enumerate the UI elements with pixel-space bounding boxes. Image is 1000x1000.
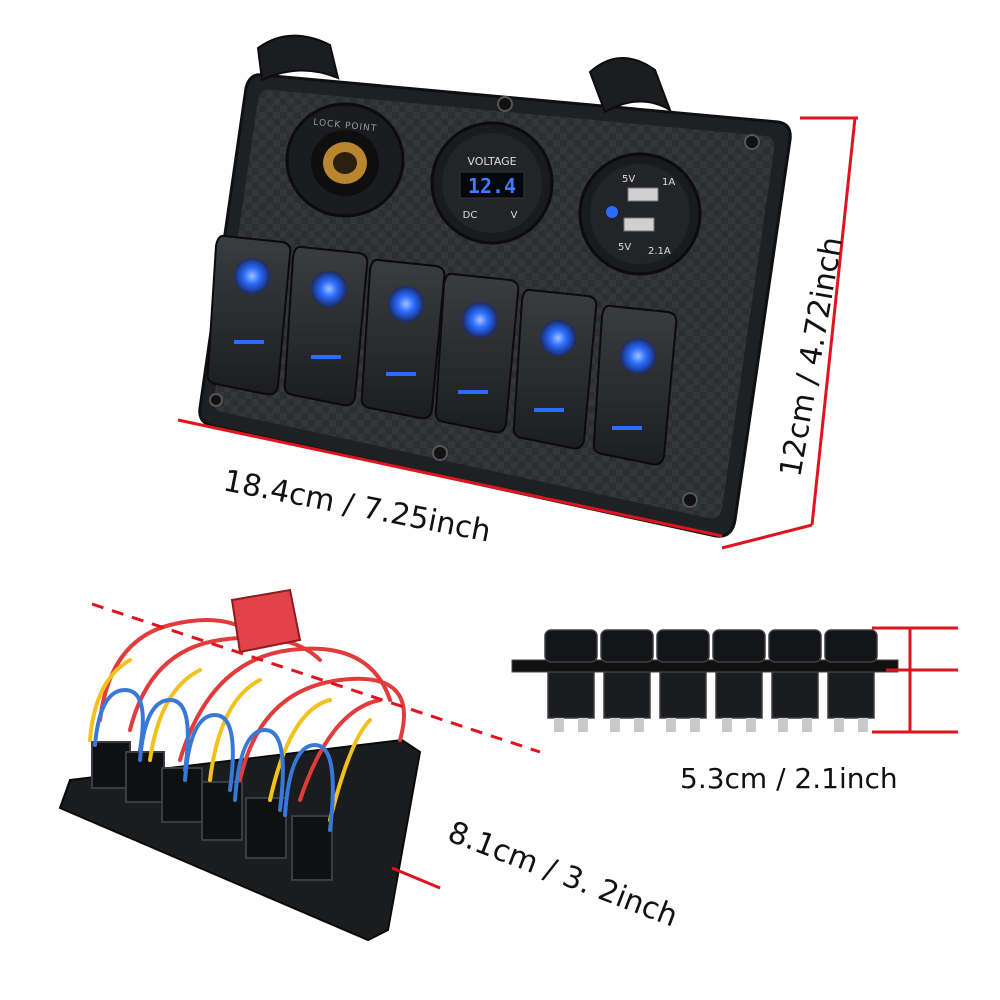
side-switch-body (659, 671, 707, 719)
screw-icon (497, 96, 513, 112)
switch-led-icon (620, 338, 656, 374)
cigarette-socket: LOCK POINT (256, 34, 405, 218)
side-terminal (578, 718, 588, 732)
side-switch-top (600, 629, 654, 663)
side-terminal (746, 718, 756, 732)
side-terminal (554, 718, 564, 732)
side-terminal (858, 718, 868, 732)
dimension-height-label: 12cm / 4.72inch (773, 234, 850, 479)
voltmeter-unit-v: V (511, 210, 518, 221)
side-switch-top (656, 629, 710, 663)
side-terminal (722, 718, 732, 732)
side-switch-top (544, 629, 598, 663)
dimension-switch-depth-label: 5.3cm / 2.1inch (680, 762, 898, 795)
rocker-switches (206, 234, 678, 466)
usb-top-volt: 5V (622, 174, 635, 185)
switch-back (161, 767, 203, 823)
switch-led-icon (388, 286, 424, 322)
side-terminal (610, 718, 620, 732)
socket-cap (256, 34, 340, 82)
rocker-switch-4[interactable] (434, 272, 520, 434)
voltmeter-title: VOLTAGE (467, 155, 516, 168)
rocker-switch-6[interactable] (592, 304, 678, 466)
dimension-lines-side (872, 626, 958, 734)
side-terminal (690, 718, 700, 732)
fuse-holder (230, 588, 302, 654)
usb-port-top (627, 187, 659, 202)
side-switch-body (603, 671, 651, 719)
side-switch-row (544, 629, 878, 732)
side-switch-top (768, 629, 822, 663)
side-switch-body (547, 671, 595, 719)
screw-icon (744, 134, 760, 150)
rocker-switch-3[interactable] (360, 258, 446, 420)
side-terminal (802, 718, 812, 732)
panel-screws (209, 96, 760, 508)
side-switch-top (712, 629, 766, 663)
usb-cap (588, 57, 672, 114)
screw-icon (209, 393, 223, 407)
usb-charger: 5V 1A 5V 2.1A (578, 57, 702, 276)
voltmeter-unit-dc: DC (463, 210, 478, 221)
side-terminal (834, 718, 844, 732)
dimension-lines-depth (91, 602, 541, 890)
switch-back (291, 815, 333, 881)
usb-port-bottom (623, 217, 655, 232)
switch-led-icon (234, 258, 270, 294)
rocker-switch-1[interactable] (206, 234, 292, 396)
switch-led-icon (462, 302, 498, 338)
switch-side-view (511, 629, 899, 732)
side-terminal (778, 718, 788, 732)
side-terminal (634, 718, 644, 732)
switch-back (125, 751, 165, 803)
usb-led-icon (606, 206, 618, 218)
side-terminal (666, 718, 676, 732)
switch-led-icon (311, 271, 347, 307)
side-switch-body (827, 671, 875, 719)
side-switch-top (824, 629, 878, 663)
switch-led-icon (540, 320, 576, 356)
usb-top-amp: 1A (662, 177, 675, 188)
voltmeter-display (459, 171, 525, 199)
rocker-switch-2[interactable] (283, 245, 369, 407)
usb-bottom-volt: 5V (618, 242, 631, 253)
dimension-depth-label: 8.1cm / 3. 2inch (443, 815, 682, 935)
dimension-lines-main (177, 116, 858, 550)
switch-panel: LOCK POINT VOLTAGE 12.4 DC V 5V 1A 5V 2.… (198, 34, 792, 538)
screw-icon (432, 445, 448, 461)
switch-back (91, 741, 131, 789)
voltmeter: VOLTAGE 12.4 DC V (430, 121, 554, 245)
wired-panel (58, 588, 422, 942)
side-switch-body (771, 671, 819, 719)
screw-icon (682, 492, 698, 508)
side-switch-body (715, 671, 763, 719)
usb-bottom-amp: 2.1A (648, 246, 671, 257)
rocker-switch-5[interactable] (512, 288, 598, 450)
voltmeter-reading: 12.4 (468, 174, 516, 198)
